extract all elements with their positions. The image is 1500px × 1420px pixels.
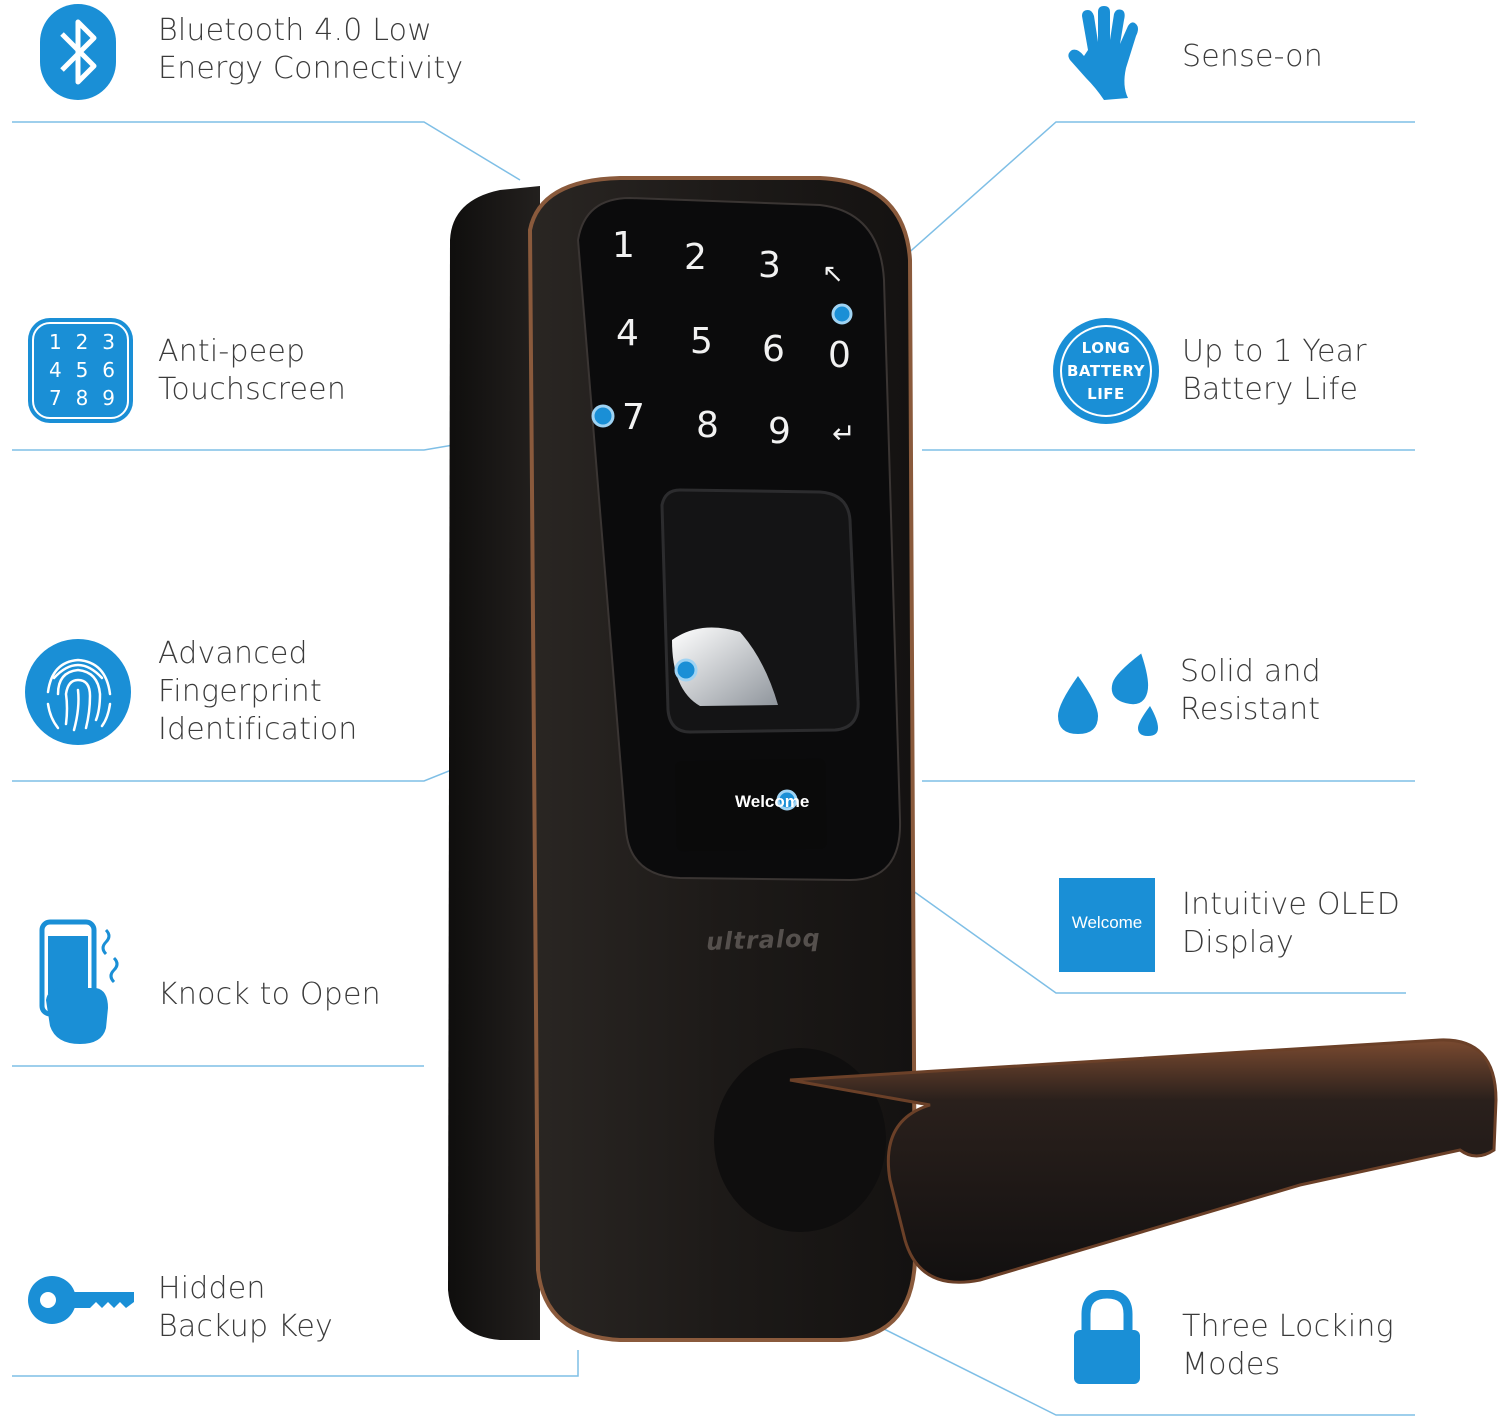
device-key: 6 xyxy=(762,329,785,370)
device-keypad: 1 2 3 ↖ 4 5 6 0 7 8 9 ↵ xyxy=(600,225,870,455)
feature-fingerprint-label: Advanced Fingerprint Identification xyxy=(158,636,358,747)
device-key: 2 xyxy=(684,237,707,278)
device-oled-text: Welcome xyxy=(735,792,810,811)
hotspot-fingerprint xyxy=(674,658,698,682)
feature-anti-peep-label: Anti-peep Touchscreen xyxy=(158,334,347,407)
device-key: 0 xyxy=(828,335,851,376)
keypad-icon: 1 2 3 4 5 6 7 8 9 xyxy=(28,318,133,423)
device-key: 7 xyxy=(622,397,645,438)
feature-resistant-label: Solid and Resistant xyxy=(1180,654,1321,727)
device-key: 5 xyxy=(690,321,713,362)
padlock-icon xyxy=(1074,1290,1140,1384)
device-key: 1 xyxy=(612,225,635,266)
line-sense-on xyxy=(841,121,1415,313)
device-key: 3 xyxy=(758,245,781,286)
key-icon xyxy=(28,1276,134,1324)
feature-knock-label: Knock to Open xyxy=(158,977,381,1012)
keypad-icon-digits: 1 2 3 4 5 6 7 8 9 xyxy=(48,330,116,410)
feature-backup-key-label: Hidden Backup Key xyxy=(158,1271,333,1344)
phone-knock-icon xyxy=(39,919,119,1044)
fingerprint-glare xyxy=(672,627,778,706)
line-locking xyxy=(849,1311,1415,1416)
oled-welcome-icon: Welcome xyxy=(1059,878,1155,972)
fingerprint-icon xyxy=(25,639,131,745)
feature-locking-label: Three Locking Modes xyxy=(1182,1309,1394,1382)
handle-rose xyxy=(714,1048,886,1232)
feature-bluetooth-label: Bluetooth 4.0 Low Energy Connectivity xyxy=(158,13,464,86)
hotspot-oled xyxy=(776,789,798,811)
water-drops-icon xyxy=(1058,653,1158,736)
device-key: ↵ xyxy=(832,417,856,450)
line-bluetooth xyxy=(12,121,521,181)
line-backup-key xyxy=(12,1350,579,1377)
device-key: 4 xyxy=(616,313,639,354)
bluetooth-icon xyxy=(40,4,116,100)
feature-battery-label: Up to 1 Year Battery Life xyxy=(1182,334,1367,407)
device-key: 8 xyxy=(696,405,719,446)
feature-sense-on-label: Sense-on xyxy=(1182,39,1323,74)
battery-badge-icon: LONG BATTERY LIFE xyxy=(1053,318,1159,424)
feature-oled-label: Intuitive OLED Display xyxy=(1182,887,1401,960)
device-key: 9 xyxy=(768,411,791,452)
hotspot-sense-on xyxy=(831,303,853,325)
lever-handle xyxy=(789,1038,1498,1284)
device-brand-logo: ultraloq xyxy=(705,924,822,956)
oled-window xyxy=(675,758,827,852)
device-key: ↖ xyxy=(822,259,844,289)
hand-icon xyxy=(1068,6,1138,100)
lock-side xyxy=(448,186,540,1340)
hotspot-touchscreen xyxy=(591,404,615,428)
